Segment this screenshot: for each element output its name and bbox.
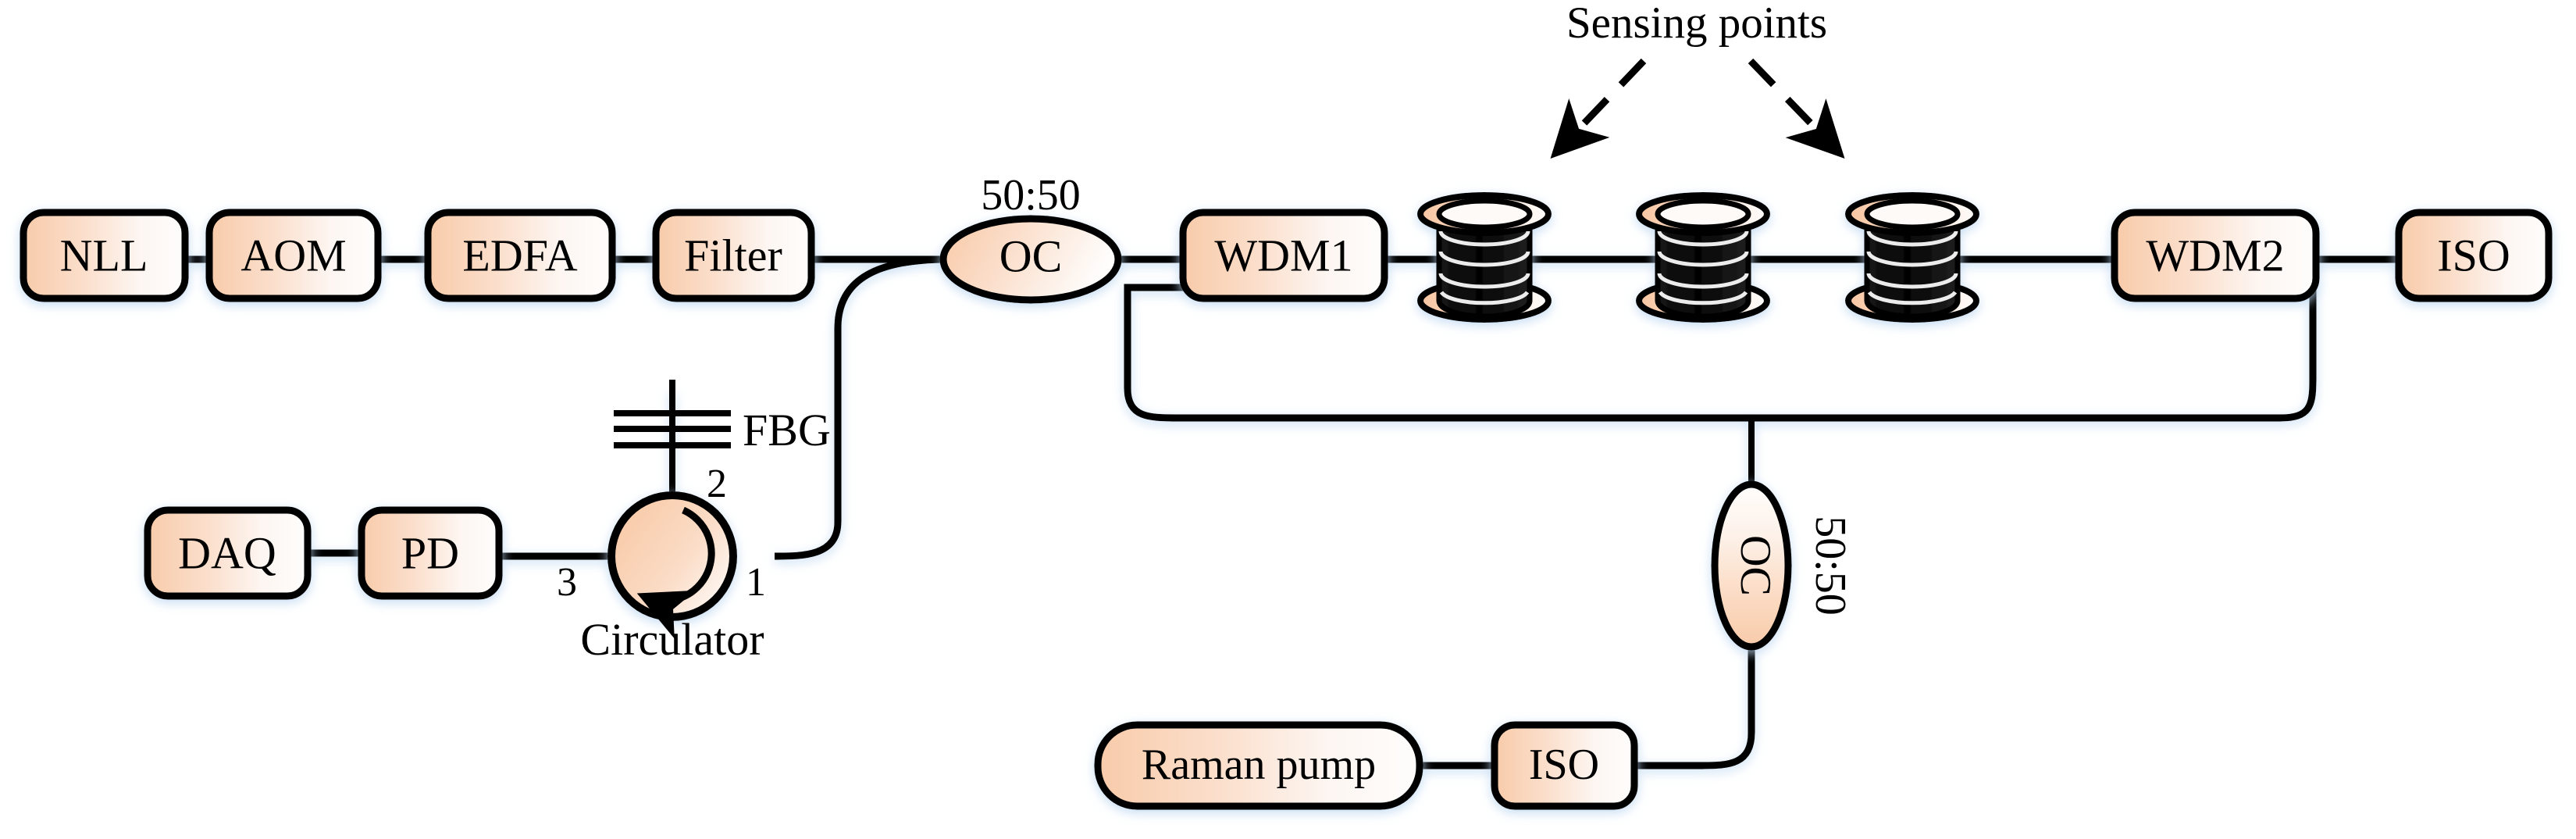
block-daq-label: DAQ — [178, 527, 276, 578]
sensing-points-callout: Sensing points — [1550, 0, 1845, 159]
fbg-icon — [614, 380, 731, 500]
block-edfa[interactable]: EDFA — [424, 209, 616, 302]
block-aom-label: AOM — [240, 230, 346, 280]
link-oc-circulator-port1 — [774, 255, 950, 560]
fiber-spool-2 — [1636, 192, 1770, 323]
fiber-spool-3 — [1845, 192, 1979, 323]
block-wdm1-label: WDM1 — [1214, 230, 1352, 280]
block-raman-pump-label: Raman pump — [1142, 741, 1376, 789]
optical-coupler-bottom[interactable]: OC 50:50 — [1711, 480, 1855, 651]
sensing-points-arrow-left — [1550, 58, 1647, 159]
fbg-symbol-group[interactable]: FBG — [614, 380, 831, 500]
block-raman-pump[interactable]: Raman pump — [1094, 721, 1423, 810]
optical-coupler-top-label: OC — [999, 230, 1063, 281]
block-pd[interactable]: PD — [358, 506, 503, 600]
block-iso-right-label: ISO — [2437, 230, 2510, 280]
circulator-port-2-label: 2 — [707, 462, 727, 506]
circulator-direction-arrow — [636, 506, 715, 639]
splitter-ratio-bottom-label: 50:50 — [1806, 516, 1855, 616]
block-nll[interactable]: NLL — [20, 209, 189, 302]
block-iso-bottom-label: ISO — [1529, 741, 1599, 789]
splitter-ratio-top-label: 50:50 — [981, 171, 1081, 220]
block-iso-right[interactable]: ISO — [2395, 209, 2553, 302]
block-aom[interactable]: AOM — [205, 209, 382, 302]
fbg-label: FBG — [743, 405, 831, 455]
optical-coupler-bottom-label: OC — [1731, 535, 1780, 596]
link-return-loop — [1124, 284, 2317, 422]
block-filter[interactable]: Filter — [652, 209, 815, 302]
block-daq[interactable]: DAQ — [144, 506, 312, 600]
circulator-caption: Circulator — [580, 614, 764, 665]
optical-coupler-top[interactable]: 50:50 OC — [939, 171, 1122, 304]
block-pd-label: PD — [401, 527, 459, 578]
block-wdm2[interactable]: WDM2 — [2111, 209, 2320, 302]
block-nll-label: NLL — [60, 230, 148, 280]
circulator-group[interactable]: 2 1 3 Circulator — [557, 462, 766, 665]
fiber-spool-1 — [1417, 192, 1552, 323]
block-edfa-label: EDFA — [462, 230, 577, 280]
connection-lines — [182, 255, 2402, 769]
block-wdm2-label: WDM2 — [2146, 230, 2284, 280]
link-oc-bottom-iso — [1637, 650, 1755, 769]
sensing-points-arrow-right — [1748, 58, 1845, 159]
sensing-points-label: Sensing points — [1566, 0, 1827, 48]
component-blocks: NLL AOM EDFA Filter WDM1 WDM2 — [20, 209, 2553, 810]
block-iso-bottom[interactable]: ISO — [1491, 721, 1638, 810]
block-filter-label: Filter — [684, 230, 782, 280]
fiber-spool-group — [1417, 192, 1979, 323]
circulator-port-3-label: 3 — [557, 560, 577, 605]
block-wdm1[interactable]: WDM1 — [1179, 209, 1388, 302]
circulator-port-1-label: 1 — [746, 560, 766, 605]
